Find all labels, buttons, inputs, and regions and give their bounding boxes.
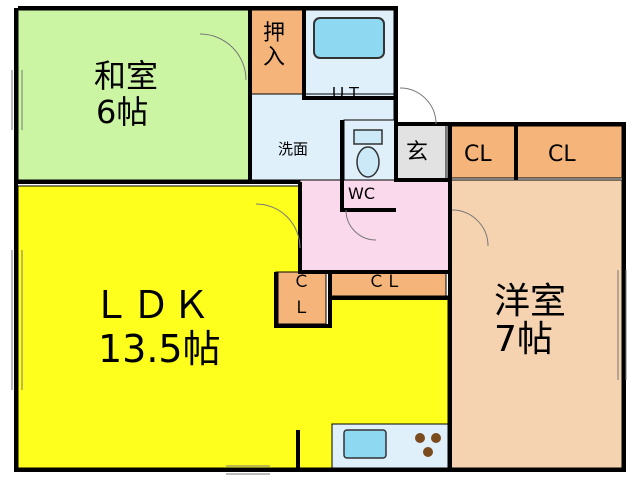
windows <box>11 70 627 475</box>
stove-icon <box>415 433 441 457</box>
ldk-name: ＬＤＫ <box>92 283 213 327</box>
youshitsu-room <box>449 179 623 469</box>
closet-cl-vertical <box>277 271 327 325</box>
walls <box>14 6 626 472</box>
closet-cl-vertical-label-c: Ｃ <box>293 272 310 292</box>
toilet-bowl-icon <box>356 146 380 178</box>
ldk-size: 13.5帖 <box>98 327 221 371</box>
door-swings <box>199 33 489 249</box>
washitsu-room <box>17 9 251 181</box>
wc-label: WC <box>348 184 375 203</box>
hall-area <box>299 179 451 273</box>
kitchen-sink-icon <box>343 429 387 459</box>
washitsu-name: 和室 <box>94 57 159 95</box>
senmen-label: 洗面 <box>278 140 309 158</box>
closet-cl-hall-label: ＣＬ <box>368 272 402 292</box>
washitsu-size: 6帖 <box>96 93 149 131</box>
oshiire-label: 押入 <box>262 21 285 71</box>
bathtub-icon <box>313 17 385 59</box>
toilet-tank-icon <box>353 129 383 145</box>
oshiire-closet <box>249 9 305 95</box>
youshitsu-name: 洋室 <box>494 281 567 322</box>
closet-cl-1-label: CL <box>464 142 492 167</box>
closet-cl-vertical-label-l: Ｌ <box>293 298 310 318</box>
closet-cl-2-label: CL <box>548 142 576 167</box>
genkan-label: 玄 <box>406 140 429 165</box>
ut-label: ＵＴ <box>330 84 363 103</box>
youshitsu-size: 7帖 <box>494 319 553 360</box>
